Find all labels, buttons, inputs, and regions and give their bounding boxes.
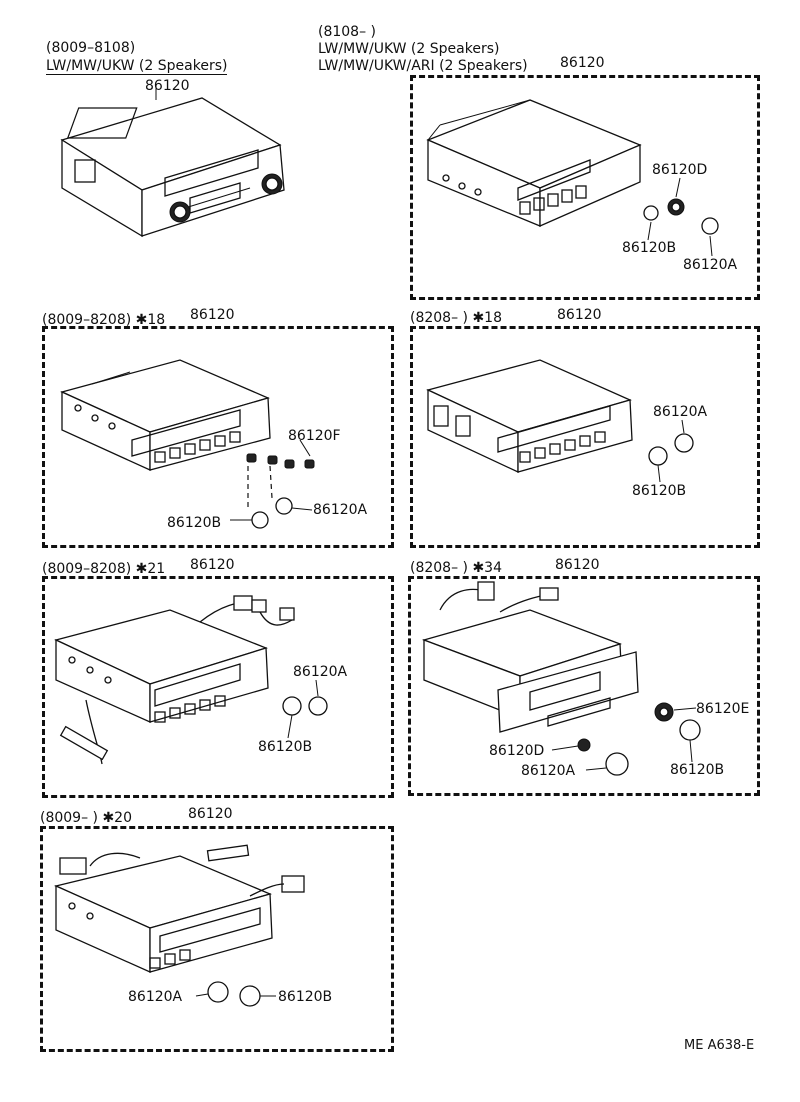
p3-label-86120B: 86120B — [167, 515, 222, 531]
panel-frame-p4 — [410, 326, 760, 548]
page-code: ME A638-E — [684, 1038, 755, 1053]
p6-date: (8208– ) ✱34 — [410, 560, 502, 576]
p7-label-86120A: 86120A — [128, 989, 183, 1005]
panel-frame-p3 — [42, 326, 394, 548]
p5-date: (8009–8208) ✱21 — [42, 561, 166, 577]
p4-part: 86120 — [557, 307, 602, 323]
p3-date: (8009–8208) ✱18 — [42, 312, 166, 328]
p4-date: (8208– ) ✱18 — [410, 310, 502, 326]
p1-radio-unit — [60, 85, 285, 238]
p2-label-86120B: 86120B — [622, 240, 677, 256]
p6-cassette-unit — [421, 581, 701, 776]
p2-variant2: LW/MW/UKW/ARI (2 Speakers) — [318, 58, 528, 74]
p1-date: (8009–8108) — [46, 40, 136, 56]
p3-label-86120A: 86120A — [313, 502, 368, 518]
p2-label-86120A: 86120A — [683, 257, 738, 273]
p7-part: 86120 — [188, 806, 233, 822]
p2-part: 86120 — [560, 55, 605, 71]
p6-part: 86120 — [555, 557, 600, 573]
p3-part: 86120 — [190, 307, 235, 323]
p5-label-86120B: 86120B — [258, 739, 313, 755]
p3-radio-unit — [60, 359, 315, 529]
p3-label-86120F: 86120F — [288, 428, 341, 444]
panel-frame-p2 — [410, 75, 760, 300]
p2-radio-unit — [426, 99, 719, 257]
panel-frame-p6 — [408, 576, 760, 796]
panel-frame-p7 — [40, 826, 394, 1052]
p6-label-86120B: 86120B — [670, 762, 725, 778]
panel-frame-p5 — [42, 576, 394, 798]
p6-label-86120E: 86120E — [696, 701, 750, 717]
p1-variant: LW/MW/UKW (2 Speakers) — [46, 58, 228, 75]
p6-label-86120D: 86120D — [489, 743, 545, 759]
p2-date: (8108– ) — [318, 24, 377, 40]
p5-part: 86120 — [190, 557, 235, 573]
p4-radio-unit — [426, 359, 694, 483]
p5-radio-unit — [54, 595, 328, 765]
p4-label-86120A: 86120A — [653, 404, 708, 420]
p4-label-86120B: 86120B — [632, 483, 687, 499]
p6-label-86120A: 86120A — [521, 763, 576, 779]
p2-variant1: LW/MW/UKW (2 Speakers) — [318, 41, 500, 57]
p7-date: (8009– ) ✱20 — [40, 810, 132, 826]
p7-radio-unit — [53, 844, 305, 1007]
p7-label-86120B: 86120B — [278, 989, 333, 1005]
p5-label-86120A: 86120A — [293, 664, 348, 680]
p2-label-86120D: 86120D — [652, 162, 708, 178]
